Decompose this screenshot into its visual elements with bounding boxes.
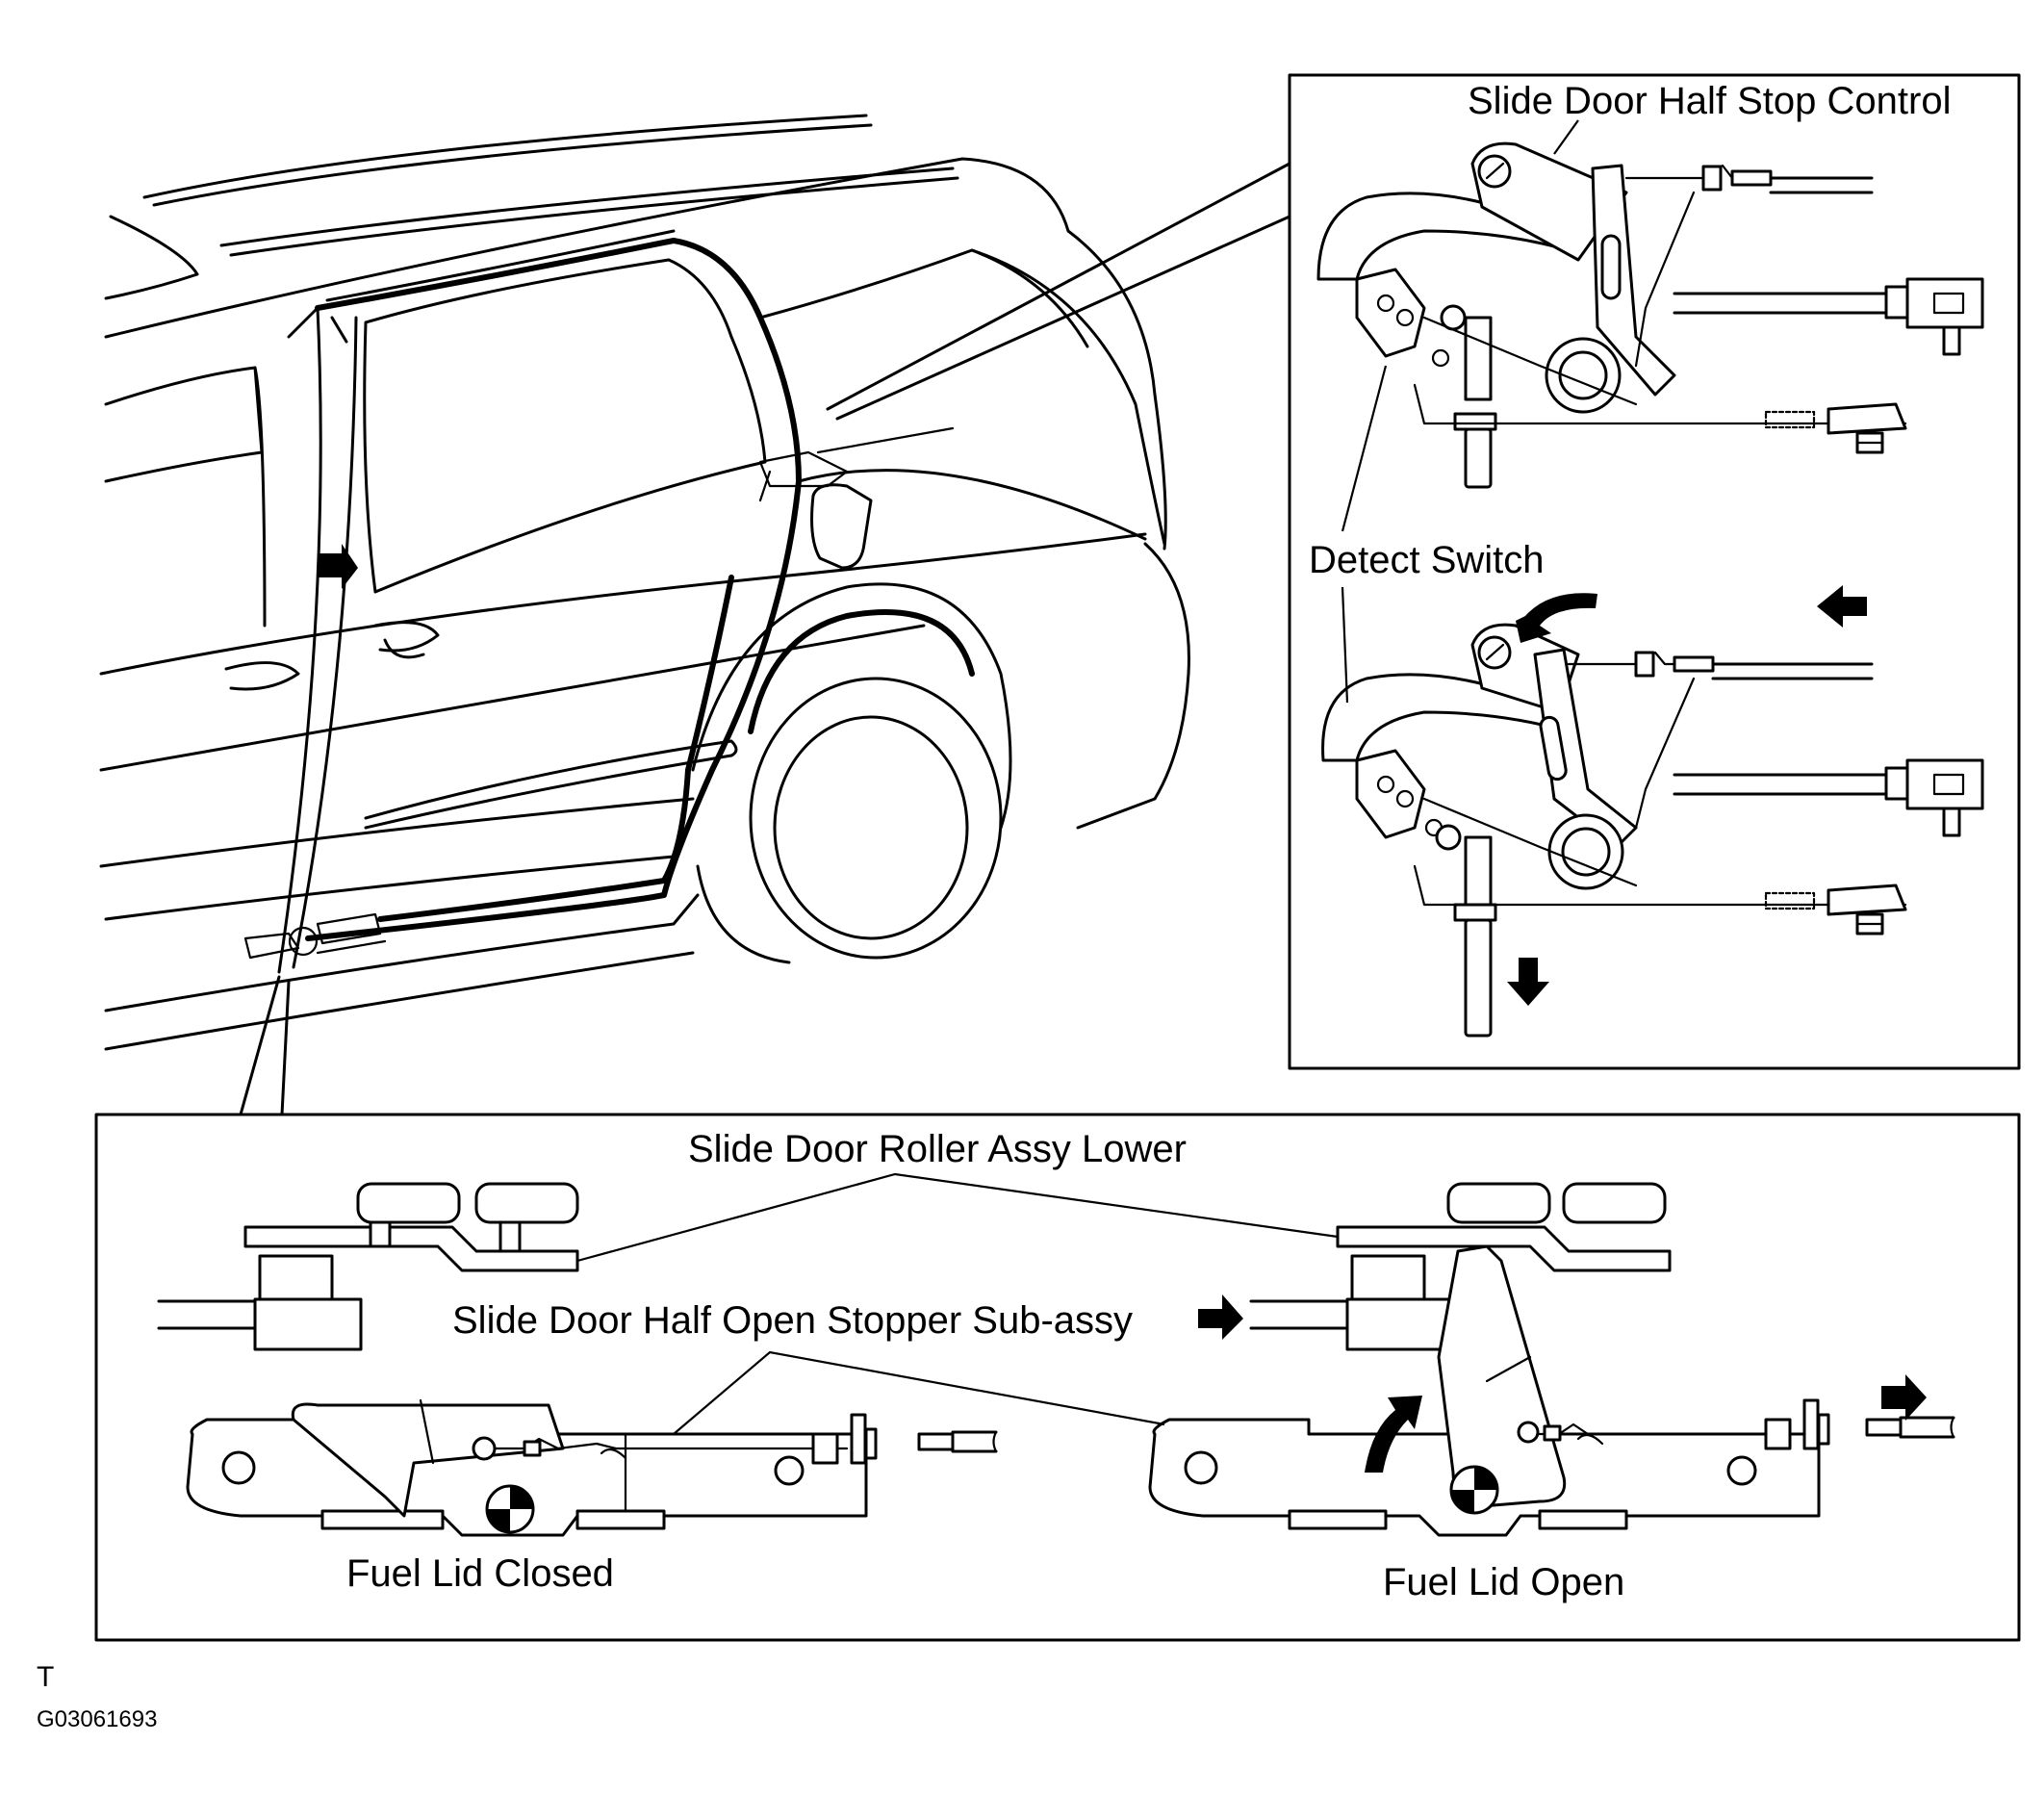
roller-assy-lower-inset: Slide Door Roller Assy Lower Slide Door … bbox=[94, 1113, 2021, 1642]
van-illustration bbox=[99, 114, 1190, 1051]
callout-leaders bbox=[239, 162, 1291, 1116]
half-stop-control-label: Slide Door Half Stop Control bbox=[1468, 80, 1951, 122]
figure-code: G03061693 bbox=[37, 1706, 157, 1732]
fuel-lid-open-caption: Fuel Lid Open bbox=[1383, 1561, 1624, 1603]
half-open-stopper-fuel-lid-closed bbox=[186, 1398, 998, 1537]
half-open-stopper-fuel-lid-open bbox=[1148, 1244, 1955, 1537]
half-open-stopper-label: Slide Door Half Open Stopper Sub-assy bbox=[452, 1299, 1133, 1342]
half-stop-control-inset: Slide Door Half Stop Control Detect Swit… bbox=[1288, 73, 2021, 1070]
detect-switch-label: Detect Switch bbox=[1309, 539, 1545, 581]
half-stop-control-mechanism-activated bbox=[1321, 585, 1984, 1038]
roller-assy-fuel-lid-open bbox=[1198, 1182, 1672, 1351]
half-stop-control-mechanism-normal bbox=[1316, 141, 1984, 489]
roller-assy-fuel-lid-closed bbox=[157, 1182, 579, 1351]
roller-assy-lower-label: Slide Door Roller Assy Lower bbox=[688, 1128, 1187, 1170]
footer-mark: T bbox=[37, 1661, 54, 1693]
fuel-lid-closed-caption: Fuel Lid Closed bbox=[346, 1552, 614, 1595]
